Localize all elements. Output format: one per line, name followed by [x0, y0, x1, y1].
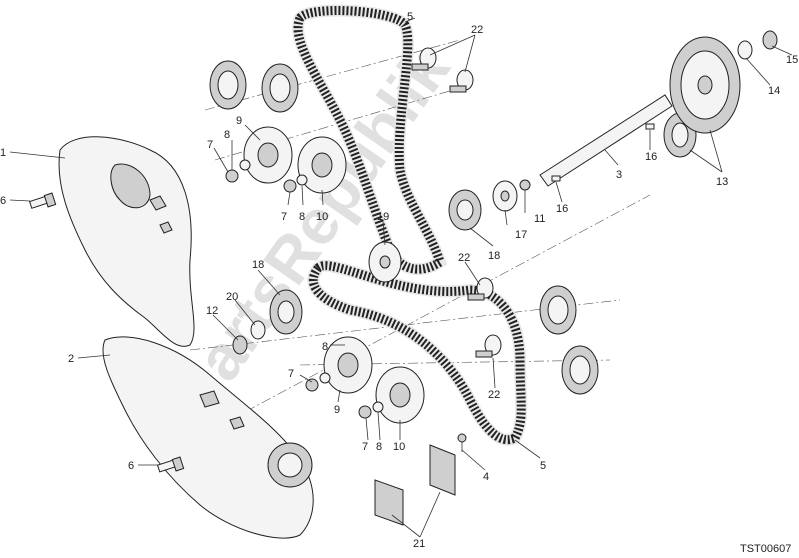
label-11: 11: [534, 213, 545, 225]
idler-pulley-upper-9: [243, 126, 293, 184]
label-16-b: 16: [556, 203, 568, 215]
label-12: 12: [206, 305, 218, 317]
label-3: 3: [616, 169, 622, 181]
label-10-upper: 10: [316, 211, 328, 223]
label-15: 15: [786, 54, 798, 66]
washer-14: [737, 40, 753, 60]
cover-bolt-lower: [156, 456, 185, 473]
label-19: 19: [377, 211, 389, 223]
block-21-b: [374, 479, 404, 526]
timing-belt-upper: [292, 4, 448, 276]
label-22-upper: 22: [471, 24, 483, 36]
camshaft-pulley-bottom-2: [561, 345, 599, 395]
reference-code: TST00607: [740, 543, 791, 555]
washer-20: [250, 320, 266, 340]
label-18-lower: 18: [252, 259, 264, 271]
label-5-lower: 5: [540, 460, 546, 472]
label-8-lower-b: 8: [376, 441, 382, 453]
label-6-upper: 6: [0, 195, 6, 207]
label-5-upper: 5: [407, 11, 413, 23]
label-18-upper: 18: [488, 250, 500, 262]
idler-pulley-lower-10: [375, 366, 425, 424]
timing-cover-upper: [58, 136, 195, 347]
watermark: PartsRepublik: [157, 34, 463, 428]
label-2: 2: [68, 353, 74, 365]
large-gear: [669, 36, 741, 134]
label-13: 13: [716, 176, 728, 188]
crank-pulley-18-upper: [448, 189, 482, 231]
label-17: 17: [515, 229, 527, 241]
label-1: 1: [0, 147, 6, 159]
label-9-upper: 9: [236, 115, 242, 127]
timing-cover-lower: [102, 336, 314, 539]
label-22-lower: 22: [488, 389, 500, 401]
nut-15: [762, 30, 778, 50]
stud-22-upper-a: [411, 47, 437, 71]
block-21-a: [429, 444, 456, 496]
washers-nuts-upper: [225, 159, 308, 193]
label-8-upper-a: 8: [224, 129, 230, 141]
label-4: 4: [483, 471, 489, 483]
label-8-lower-a: 8: [322, 341, 328, 353]
camshaft-pulley-bottom-1: [539, 285, 577, 335]
nut-12: [232, 335, 248, 355]
label-22-middle: 22: [458, 252, 470, 264]
screw-4: [457, 433, 467, 452]
label-14: 14: [768, 85, 780, 97]
label-7-lower-a: 7: [288, 368, 294, 380]
stud-22-lower-b: [475, 334, 502, 358]
idler-pulley-upper-10: [297, 136, 347, 194]
washer-17: [492, 180, 518, 212]
keys-16: [551, 123, 655, 182]
timing-belt-lower: [307, 259, 528, 446]
label-6-lower: 6: [128, 460, 134, 472]
shaft-3: [519, 94, 673, 191]
label-10-lower: 10: [393, 441, 405, 453]
crank-pulley-18-lower: [269, 289, 303, 335]
label-7-upper-b: 7: [281, 211, 287, 223]
label-9-lower: 9: [334, 404, 340, 416]
camshaft-pulley-top-2: [261, 63, 299, 113]
label-7-upper-a: 7: [207, 139, 213, 151]
idler-pulley-lower-9: [323, 336, 373, 394]
stud-22-upper-b: [449, 69, 474, 93]
leader-lines: [9, 17, 793, 538]
camshaft-pulley-top-1: [209, 60, 247, 110]
label-7-lower-b: 7: [362, 441, 368, 453]
part-labels: 1 6 2 6 5 22 9 8 7 7 8 10 3 16 13 14 15 …: [0, 11, 798, 550]
washers-nuts-lower: [305, 372, 384, 419]
label-8-upper-b: 8: [299, 211, 305, 223]
cover-bolt-upper: [28, 192, 57, 209]
label-20: 20: [226, 291, 238, 303]
label-21: 21: [413, 538, 425, 550]
spacer-19: [368, 241, 402, 283]
label-16-a: 16: [645, 151, 657, 163]
stud-22-lower-a: [467, 277, 494, 301]
